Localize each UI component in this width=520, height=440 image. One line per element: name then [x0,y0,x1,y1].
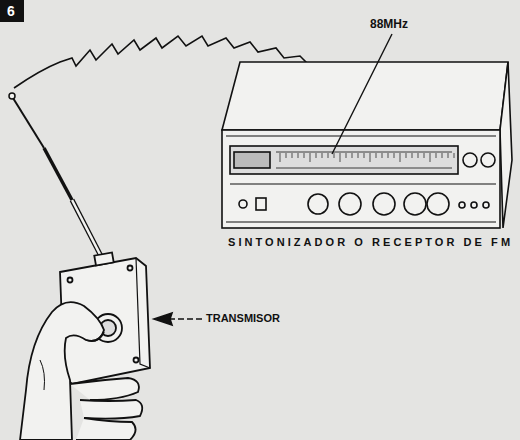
dial-tick [436,153,437,158]
fm-receiver [222,62,512,228]
dial-tick [442,153,443,158]
figure-number: 6 [7,4,15,18]
dial-tick [316,153,317,158]
dial-tick [364,153,365,158]
dial-tick [382,153,383,158]
dial-tick [448,153,449,158]
figure-number-box [0,0,24,22]
dial-tick [430,153,431,162]
dial-tick [418,153,419,158]
dial-tick [310,153,311,162]
dial-tick [286,153,287,158]
dial-tick [424,153,425,158]
dial-tick [334,153,335,158]
leader-line [332,34,392,154]
telescopic-antenna [9,93,104,262]
dial-tick [292,153,293,158]
dial-tick [346,153,347,158]
dial-tick [298,153,299,158]
pointer-arrow [154,313,202,325]
dial-tick [370,153,371,162]
receiver-label: SINTONIZADOR O RECEPTOR DE FM [228,237,513,248]
dial-tick [400,153,401,162]
dial-tick [412,153,413,158]
dial-tick [394,153,395,158]
transmitter-label: TRANSMISOR [206,313,280,324]
frequency-label: 88MHz [370,18,408,30]
dial-tick [340,153,341,162]
dial-tick [304,153,305,158]
dial-tick [358,153,359,158]
dial-tick [322,153,323,158]
dial-tick [328,153,329,158]
dial-tick [388,153,389,158]
hand [20,302,142,440]
dial-tick [454,153,455,158]
dial-tick [352,153,353,158]
dial-tick [406,153,407,158]
dial-tick [280,153,281,162]
dial-tick [376,153,377,158]
